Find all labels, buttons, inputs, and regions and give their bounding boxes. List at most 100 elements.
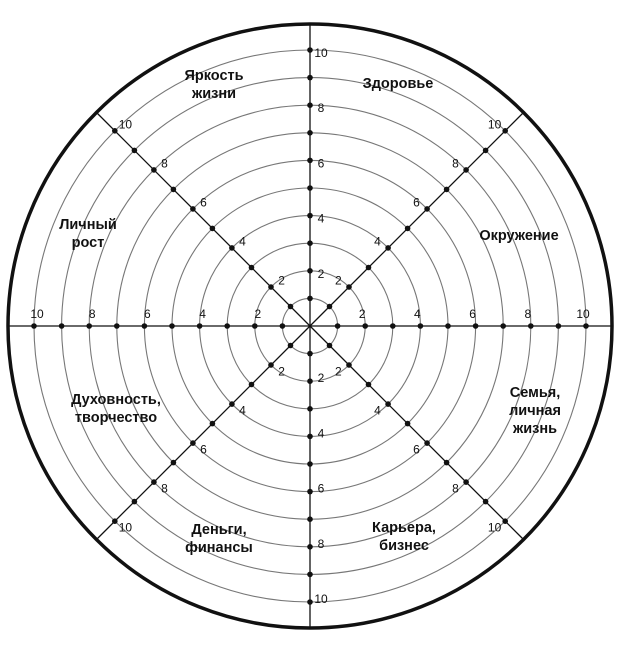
- dot-spoke-7-level-3: [248, 264, 255, 271]
- dot-spoke-2-level-4: [417, 323, 424, 329]
- sector-label-7-line-0: Яркость: [184, 68, 243, 84]
- dot-spoke-0-level-7: [307, 130, 313, 136]
- dot-spoke-2-level-3: [390, 323, 396, 329]
- tick-label-spoke-1-2: 2: [335, 274, 342, 288]
- dot-spoke-7-level-5: [209, 225, 216, 232]
- tick-label-spoke-6-10: 10: [30, 307, 44, 321]
- sector-label-6-line-1: рост: [72, 235, 105, 251]
- spoke-3: [309, 325, 524, 540]
- tick-label-spoke-0-10: 10: [314, 46, 328, 60]
- dot-spoke-6-level-3: [224, 323, 230, 329]
- sector-label-2-line-1: личная: [509, 403, 561, 419]
- dot-spoke-4-level-4: [307, 433, 313, 440]
- tick-label-spoke-3-10: 10: [488, 521, 502, 535]
- dot-spoke-5-level-5: [209, 420, 216, 427]
- dot-spoke-1-level-1: [326, 303, 333, 310]
- tick-label-spoke-2-10: 10: [576, 307, 590, 321]
- dot-spoke-3-level-3: [365, 381, 372, 388]
- dot-spoke-6-level-7: [114, 323, 120, 329]
- tick-label-spoke-4-6: 6: [318, 482, 325, 496]
- dot-spoke-5-level-10: [112, 518, 118, 524]
- dot-spoke-1-level-3: [365, 264, 372, 271]
- dot-spoke-6-level-6: [141, 323, 148, 329]
- sector-label-0: Здоровье: [363, 76, 434, 92]
- dot-spoke-4-level-10: [307, 599, 313, 605]
- dot-spoke-6-level-4: [196, 323, 203, 329]
- sector-label-3-line-1: бизнес: [379, 538, 429, 554]
- dot-spoke-6-level-1: [279, 323, 286, 329]
- sector-label-3: Карьера,бизнес: [372, 520, 436, 554]
- tick-label-spoke-2-8: 8: [524, 307, 531, 321]
- dot-spoke-3-level-8: [463, 479, 469, 485]
- sector-label-2: Семья, личная жизнь: [509, 385, 561, 437]
- tick-label-spoke-2-2: 2: [359, 307, 366, 321]
- tick-label-spoke-7-4: 4: [239, 235, 246, 249]
- dot-spoke-0-level-3: [307, 240, 313, 246]
- dot-spoke-3-level-9: [482, 498, 489, 505]
- dot-spoke-0-level-8: [307, 102, 313, 108]
- dot-spoke-4-level-5: [307, 461, 313, 467]
- spoke-7: [96, 112, 311, 327]
- dot-spoke-5-level-7: [170, 459, 177, 466]
- tick-label-spoke-7-10: 10: [119, 118, 133, 132]
- sector-label-7-line-1: жизни: [191, 86, 236, 102]
- tick-label-spoke-0-4: 4: [318, 212, 325, 226]
- dot-spoke-4-level-2: [307, 378, 313, 385]
- tick-label-spoke-6-4: 4: [199, 307, 206, 321]
- sector-label-5: Духовность,творчество: [71, 392, 161, 426]
- sector-label-2-line-2: жизнь: [512, 421, 557, 437]
- sector-label-1-line-0: Окружение: [479, 228, 558, 244]
- dot-spoke-4-level-1: [307, 350, 313, 357]
- level-dots: [31, 47, 589, 605]
- dot-spoke-4-level-6: [307, 488, 313, 495]
- dot-spoke-3-level-5: [404, 420, 411, 427]
- dot-spoke-5-level-4: [229, 401, 235, 407]
- tick-label-spoke-1-6: 6: [413, 196, 420, 210]
- sector-label-0-line-0: Здоровье: [363, 76, 434, 92]
- tick-label-spoke-1-8: 8: [452, 157, 459, 171]
- dot-spoke-0-level-1: [307, 295, 313, 302]
- spoke-1: [309, 112, 524, 327]
- dot-spoke-2-level-1: [334, 323, 341, 329]
- tick-label-spoke-7-6: 6: [200, 196, 207, 210]
- dot-spoke-6-level-9: [58, 323, 65, 329]
- dot-spoke-2-level-2: [362, 323, 369, 329]
- dot-spoke-3-level-2: [346, 362, 352, 368]
- dot-spoke-6-level-8: [86, 323, 92, 329]
- sector-label-7: Яркость жизни: [184, 68, 243, 102]
- tick-label-spoke-3-8: 8: [452, 482, 459, 496]
- sector-label-6-line-0: Личный: [59, 217, 117, 233]
- dot-spoke-4-level-9: [307, 571, 313, 578]
- tick-label-spoke-1-4: 4: [374, 235, 381, 249]
- tick-label-spoke-7-8: 8: [161, 157, 168, 171]
- dot-spoke-7-level-6: [190, 206, 196, 212]
- tick-label-spoke-3-2: 2: [335, 364, 342, 378]
- tick-label-spoke-5-8: 8: [161, 482, 168, 496]
- dot-spoke-1-level-2: [346, 284, 352, 290]
- dot-spoke-5-level-9: [131, 498, 138, 505]
- sector-label-2-line-0: Семья,: [510, 385, 560, 401]
- dot-spoke-5-level-2: [268, 362, 274, 368]
- dot-spoke-3-level-7: [443, 459, 450, 466]
- dot-spoke-3-level-4: [385, 401, 391, 407]
- dot-spoke-5-level-8: [151, 479, 157, 485]
- spokes: [8, 24, 612, 628]
- dot-spoke-2-level-10: [583, 323, 589, 329]
- dot-spoke-1-level-7: [443, 186, 450, 193]
- dot-spoke-1-level-6: [424, 206, 430, 212]
- dot-spoke-2-level-8: [528, 323, 534, 329]
- dot-spoke-0-level-2: [307, 268, 313, 274]
- dot-spoke-6-level-2: [252, 323, 258, 329]
- dot-spoke-2-level-7: [500, 323, 507, 329]
- tick-label-spoke-1-10: 10: [488, 118, 502, 132]
- dot-spoke-5-level-6: [190, 440, 196, 446]
- tick-label-spoke-4-8: 8: [318, 537, 325, 551]
- tick-label-spoke-6-2: 2: [254, 307, 261, 321]
- dot-spoke-2-level-5: [445, 323, 451, 329]
- dot-spoke-1-level-5: [404, 225, 411, 232]
- dot-spoke-0-level-6: [307, 157, 313, 164]
- dot-spoke-3-level-6: [424, 440, 430, 446]
